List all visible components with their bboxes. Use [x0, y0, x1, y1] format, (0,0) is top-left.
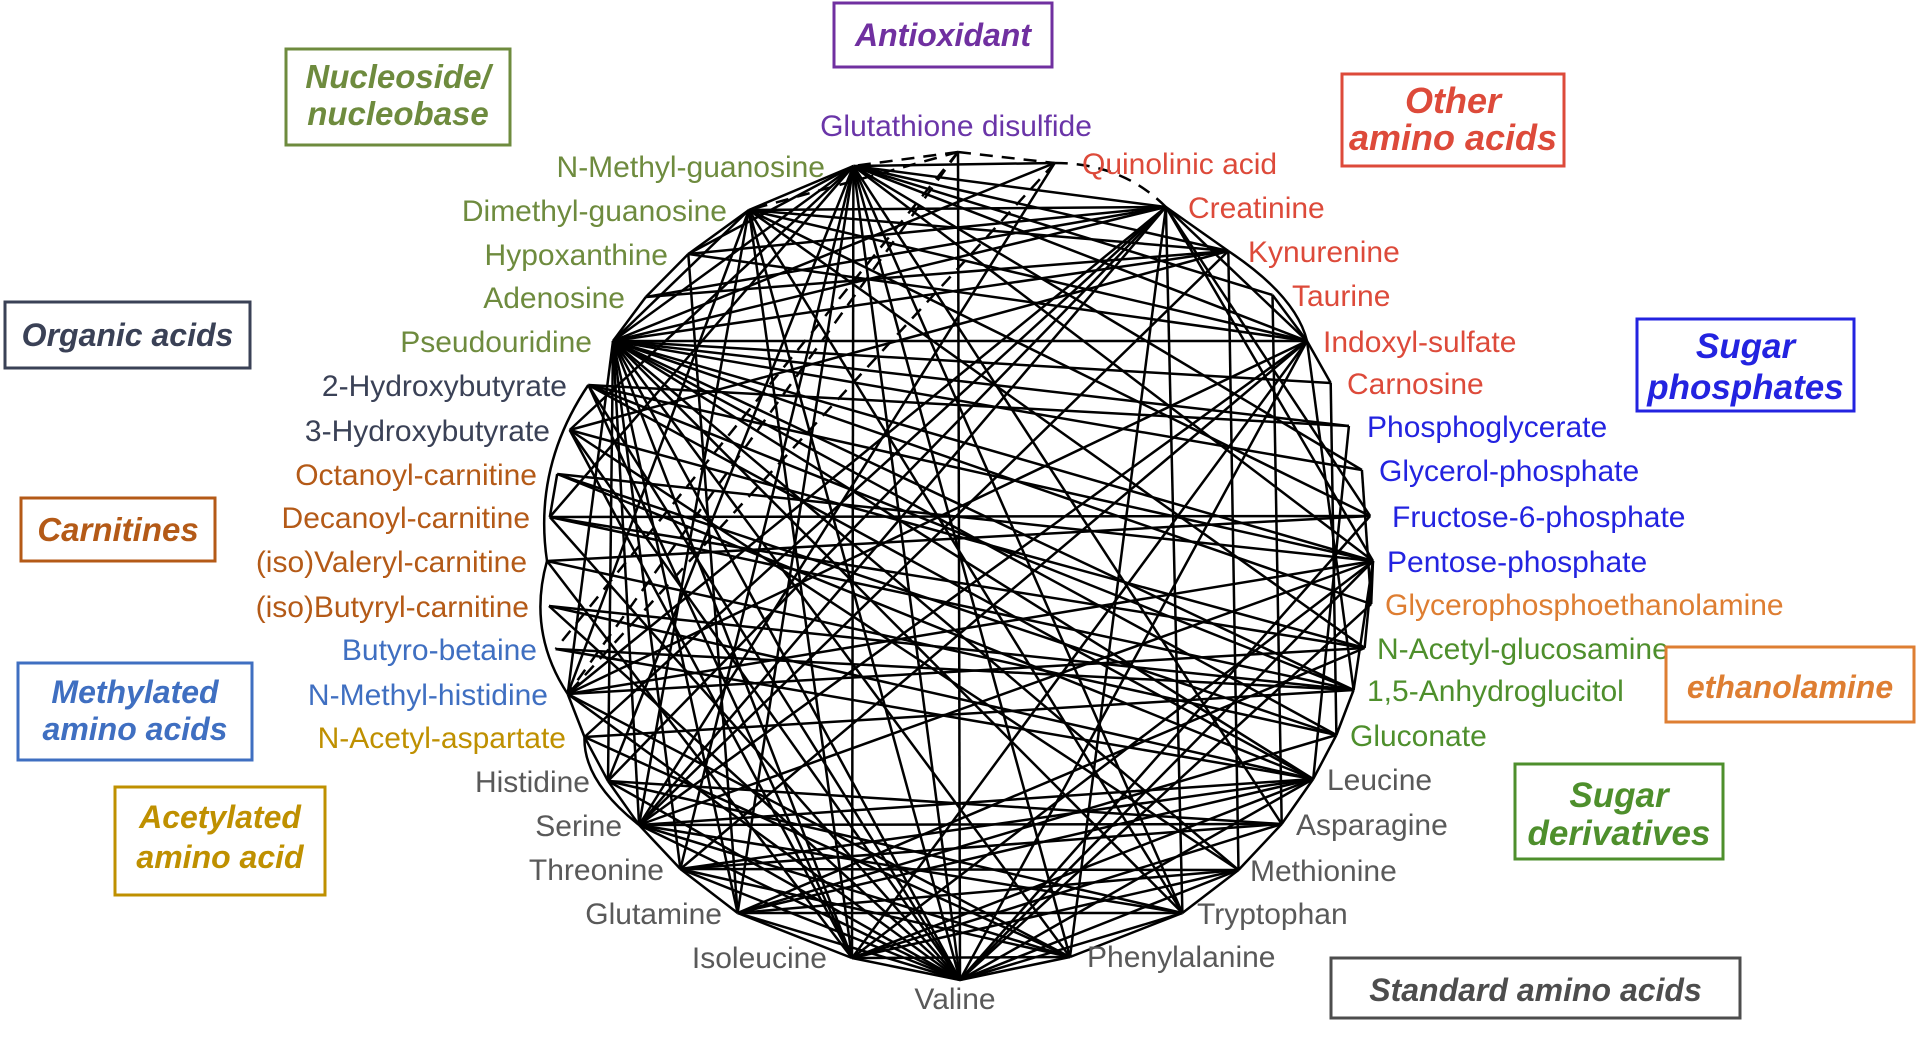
svg-text:N-Acetyl-aspartate: N-Acetyl-aspartate: [318, 722, 566, 755]
svg-text:amino acid: amino acid: [136, 839, 305, 875]
svg-text:amino acids: amino acids: [1349, 117, 1557, 158]
svg-text:N-Methyl-histidine: N-Methyl-histidine: [308, 679, 548, 712]
svg-text:Threonine: Threonine: [529, 854, 664, 887]
svg-text:nucleobase: nucleobase: [307, 95, 489, 132]
svg-text:Pseudouridine: Pseudouridine: [400, 326, 592, 359]
svg-text:derivatives: derivatives: [1528, 814, 1711, 853]
svg-text:Hypoxanthine: Hypoxanthine: [485, 239, 668, 272]
svg-text:Fructose-6-phosphate: Fructose-6-phosphate: [1392, 501, 1686, 534]
svg-text:Pentose-phosphate: Pentose-phosphate: [1387, 546, 1647, 579]
svg-text:Nucleoside/: Nucleoside/: [305, 58, 494, 95]
svg-text:Decanoyl-carnitine: Decanoyl-carnitine: [282, 502, 530, 535]
svg-text:1,5-Anhydroglucitol: 1,5-Anhydroglucitol: [1367, 675, 1624, 708]
svg-text:Butyro-betaine: Butyro-betaine: [342, 634, 537, 667]
svg-text:Antioxidant: Antioxidant: [854, 17, 1032, 53]
svg-text:Adenosine: Adenosine: [483, 282, 625, 315]
svg-text:Methylated: Methylated: [51, 674, 220, 710]
svg-text:2-Hydroxybutyrate: 2-Hydroxybutyrate: [322, 370, 567, 403]
svg-text:Asparagine: Asparagine: [1296, 809, 1448, 842]
svg-text:Acetylated: Acetylated: [138, 799, 302, 835]
svg-text:Phosphoglycerate: Phosphoglycerate: [1367, 411, 1607, 444]
svg-text:Sugar: Sugar: [1569, 776, 1671, 815]
svg-text:Dimethyl-guanosine: Dimethyl-guanosine: [462, 195, 727, 228]
svg-text:(iso)Butyryl-carnitine: (iso)Butyryl-carnitine: [256, 591, 529, 624]
svg-text:N-Methyl-guanosine: N-Methyl-guanosine: [557, 151, 825, 184]
svg-text:phosphates: phosphates: [1646, 368, 1843, 407]
svg-text:ethanolamine: ethanolamine: [1687, 669, 1893, 705]
svg-text:Glutamine: Glutamine: [585, 898, 722, 931]
svg-text:Methionine: Methionine: [1250, 855, 1397, 888]
svg-text:Standard amino acids: Standard amino acids: [1369, 972, 1702, 1008]
svg-text:Glutathione disulfide: Glutathione disulfide: [820, 110, 1092, 143]
svg-text:Isoleucine: Isoleucine: [692, 942, 827, 975]
svg-text:Serine: Serine: [535, 810, 622, 843]
svg-text:Indoxyl-sulfate: Indoxyl-sulfate: [1323, 326, 1516, 359]
svg-text:Taurine: Taurine: [1292, 280, 1390, 313]
svg-text:Glycerophosphoethanolamine: Glycerophosphoethanolamine: [1385, 589, 1784, 622]
svg-text:Valine: Valine: [914, 983, 995, 1016]
svg-text:Phenylalanine: Phenylalanine: [1087, 941, 1275, 974]
svg-text:Octanoyl-carnitine: Octanoyl-carnitine: [295, 459, 537, 492]
svg-text:3-Hydroxybutyrate: 3-Hydroxybutyrate: [305, 415, 550, 448]
svg-text:Gluconate: Gluconate: [1350, 720, 1487, 753]
svg-text:Quinolinic acid: Quinolinic acid: [1082, 148, 1277, 181]
svg-text:Other: Other: [1405, 80, 1503, 121]
svg-text:Creatinine: Creatinine: [1188, 192, 1325, 225]
svg-text:N-Acetyl-glucosamine: N-Acetyl-glucosamine: [1377, 633, 1669, 666]
svg-text:Kynurenine: Kynurenine: [1248, 236, 1400, 269]
svg-text:Tryptophan: Tryptophan: [1197, 898, 1348, 931]
svg-text:Carnosine: Carnosine: [1347, 368, 1484, 401]
svg-text:(iso)Valeryl-carnitine: (iso)Valeryl-carnitine: [256, 546, 527, 579]
svg-text:Organic acids: Organic acids: [22, 317, 234, 353]
svg-text:Glycerol-phosphate: Glycerol-phosphate: [1379, 455, 1639, 488]
svg-text:Histidine: Histidine: [475, 766, 590, 799]
svg-text:amino acids: amino acids: [43, 711, 228, 747]
svg-text:Carnitines: Carnitines: [37, 511, 198, 548]
svg-text:Sugar: Sugar: [1696, 327, 1798, 366]
svg-text:Leucine: Leucine: [1327, 764, 1432, 797]
